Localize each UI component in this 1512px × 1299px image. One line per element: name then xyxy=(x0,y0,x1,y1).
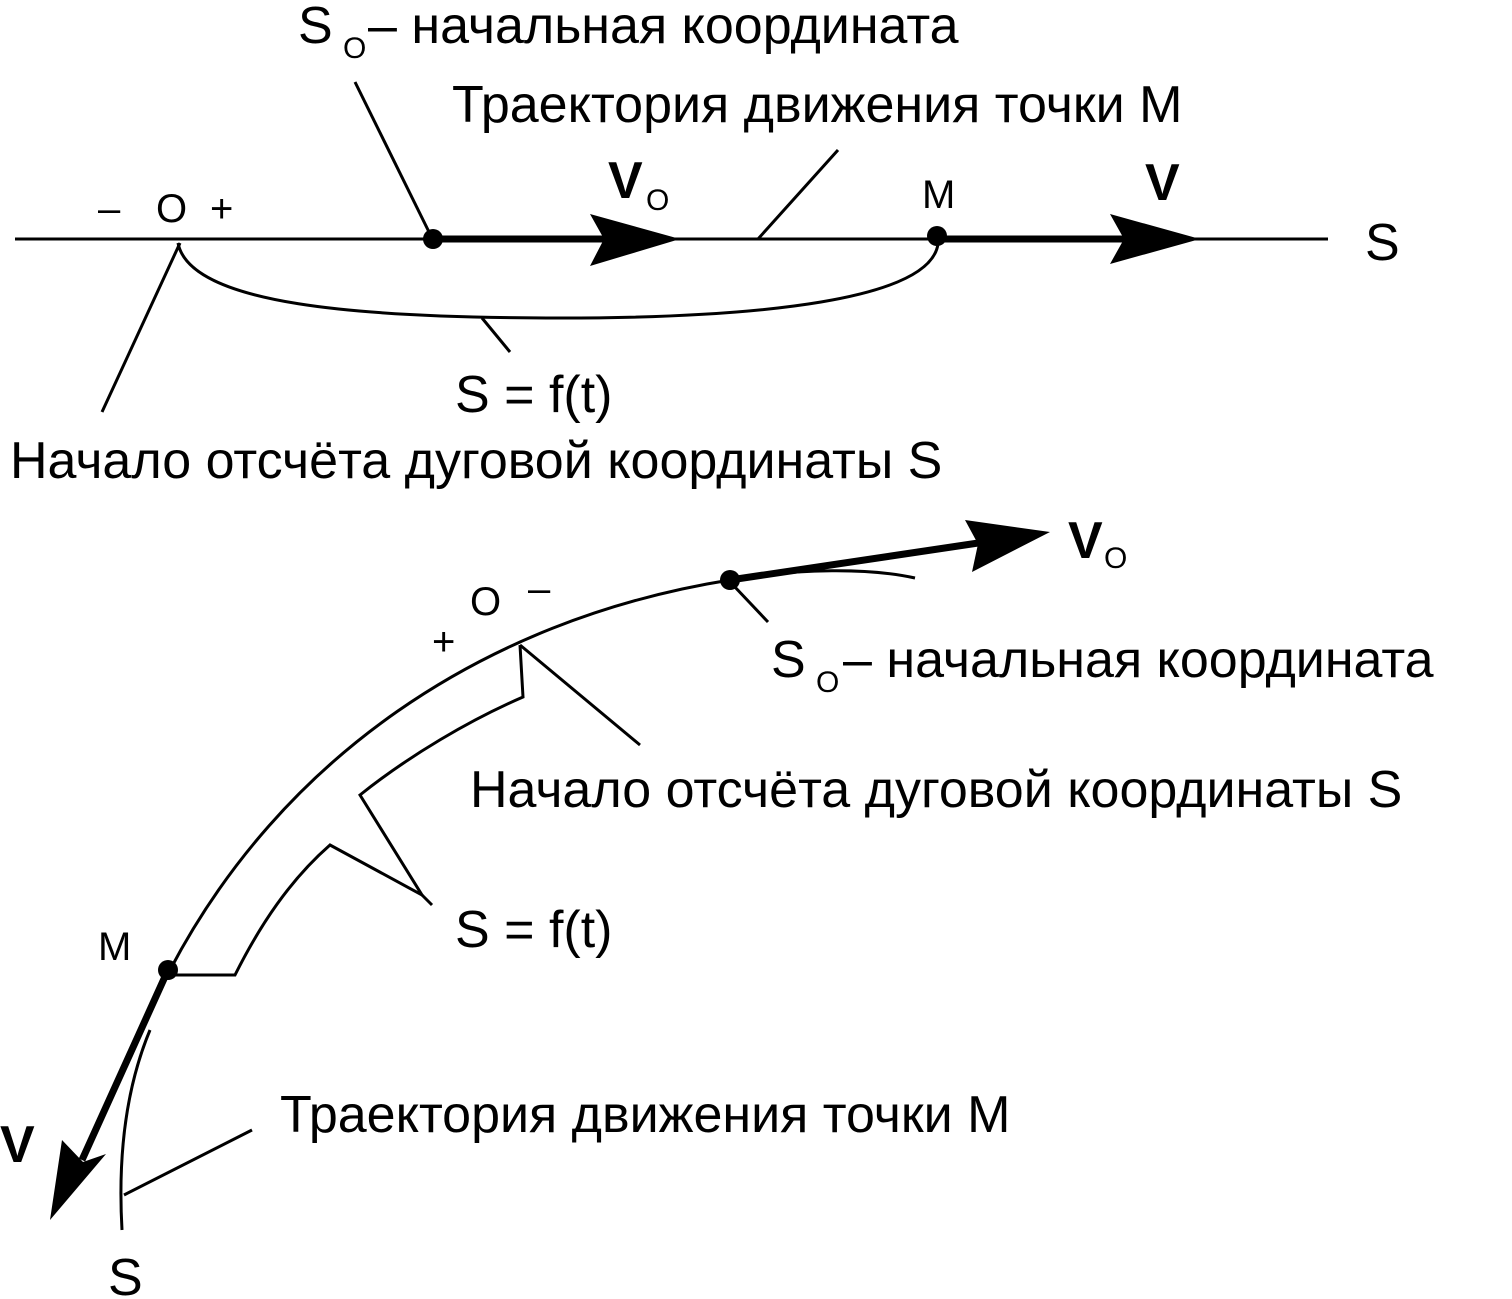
top-diagram: S O – начальная координата Траектория дв… xyxy=(10,0,1400,490)
top-origin-label: O xyxy=(156,187,187,231)
bottom-v-symbol: V xyxy=(0,1116,35,1174)
bottom-s0-subscript: O xyxy=(816,666,839,699)
bottom-trajectory-label: Траектория движения точки М xyxy=(280,1086,1010,1144)
top-s-f-arc xyxy=(176,242,940,320)
top-v-arrowhead xyxy=(1110,214,1200,264)
top-v0-arrowhead xyxy=(590,214,680,266)
bottom-s-f-leader xyxy=(420,893,434,907)
bottom-s0-point xyxy=(720,570,740,590)
top-minus-sign: – xyxy=(98,187,121,231)
bottom-trajectory-leader xyxy=(123,1128,253,1197)
top-axis-s-label: S xyxy=(1365,214,1400,272)
bottom-v-arrowhead xyxy=(50,1140,106,1220)
bottom-v0-shaft xyxy=(729,538,986,584)
bottom-origin-label: O xyxy=(470,580,501,624)
top-s-f-leader xyxy=(480,317,512,353)
bottom-origin-leader xyxy=(519,643,641,747)
bottom-s-f-brace xyxy=(172,644,525,977)
bottom-m-point xyxy=(158,960,178,980)
top-v0-subscript: O xyxy=(646,184,669,217)
bottom-v0-symbol: V xyxy=(1068,512,1103,570)
bottom-axis-s-label: S xyxy=(108,1249,143,1299)
bottom-diagram: V O O – + S O – начальная координата Нач… xyxy=(0,512,1434,1299)
bottom-origin-caption: Начало отсчёта дуговой координаты S xyxy=(470,761,1402,819)
top-s0-caption: – начальная координата xyxy=(368,0,959,55)
top-point-m-label: М xyxy=(922,173,955,217)
top-s0-subscript: O xyxy=(343,32,366,65)
bottom-trajectory-tail xyxy=(119,1029,152,1231)
top-v-symbol: V xyxy=(1145,154,1180,212)
bottom-plus-sign: + xyxy=(432,620,455,664)
bottom-s0-leader xyxy=(731,583,770,624)
bottom-v0-arrowhead xyxy=(965,520,1050,572)
bottom-s0-caption: – начальная координата xyxy=(843,631,1434,689)
bottom-v0-subscript: O xyxy=(1104,542,1127,575)
bottom-point-m-label: М xyxy=(98,925,131,969)
top-s0-leader xyxy=(353,81,432,235)
top-origin-leader xyxy=(100,242,182,413)
bottom-s0-symbol: S xyxy=(771,631,806,689)
top-m-point xyxy=(927,226,947,246)
top-origin-caption: Начало отсчёта дуговой координаты S xyxy=(10,432,942,490)
top-s0-symbol: S xyxy=(298,0,333,55)
bottom-s-eq-f-label: S = f(t) xyxy=(455,901,612,959)
bottom-minus-sign: – xyxy=(528,567,551,611)
top-s-eq-f-label: S = f(t) xyxy=(455,366,612,424)
bottom-trajectory-curve xyxy=(168,578,731,971)
top-plus-sign: + xyxy=(210,187,233,231)
bottom-v-shaft xyxy=(78,968,172,1162)
top-trajectory-leader xyxy=(756,148,840,241)
top-s0-point xyxy=(423,229,443,249)
top-v0-symbol: V xyxy=(608,152,643,210)
top-trajectory-label: Траектория движения точки М xyxy=(452,76,1182,134)
